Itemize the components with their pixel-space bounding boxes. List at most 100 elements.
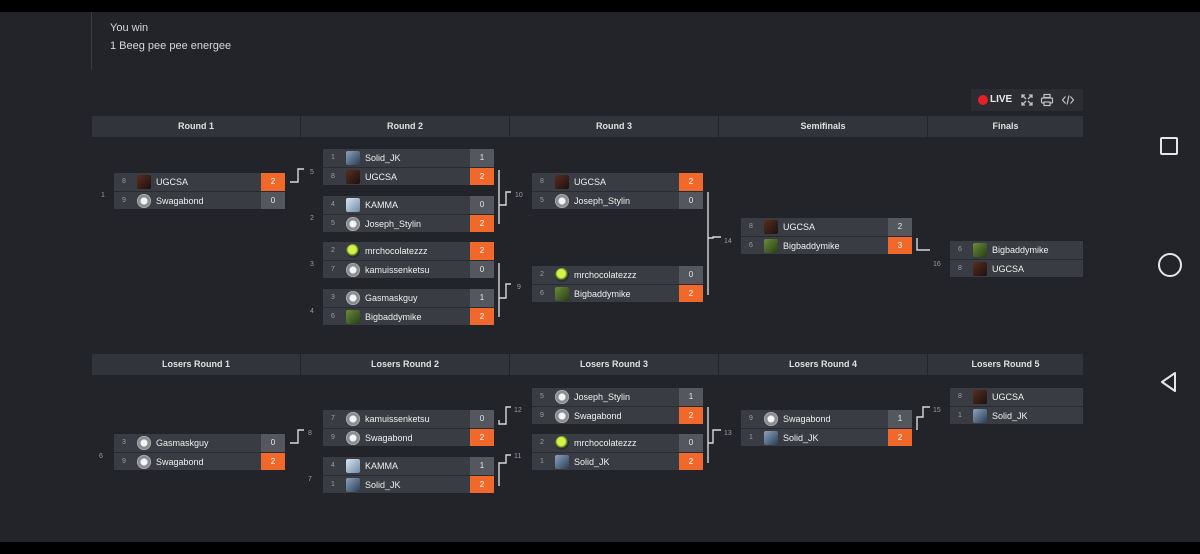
participant-name[interactable]: Swagabond xyxy=(365,433,413,443)
seed-number: 9 xyxy=(122,197,126,204)
participant-name[interactable]: Bigbaddymike xyxy=(992,245,1049,255)
participant-name[interactable]: Solid_JK xyxy=(992,411,1028,421)
live-dot-icon xyxy=(978,95,988,105)
header-round-1: Round 1 xyxy=(92,116,300,137)
match-number: 8 xyxy=(308,430,312,437)
participant-name[interactable]: UGCSA xyxy=(365,172,398,182)
avatar-icon xyxy=(973,390,987,404)
participant-name[interactable]: mrchocolatezzz xyxy=(574,270,637,280)
home-button[interactable] xyxy=(1158,253,1182,277)
score-cell: 2 xyxy=(470,242,494,260)
participant-name[interactable]: Gasmaskguy xyxy=(365,293,418,303)
participant-name[interactable]: Bigbaddymike xyxy=(783,241,840,251)
participant-name[interactable]: Joseph_Stylin xyxy=(574,392,631,402)
participant-name[interactable]: Solid_JK xyxy=(783,433,819,443)
participant-name[interactable]: Bigbaddymike xyxy=(574,289,631,299)
participant-name[interactable]: UGCSA xyxy=(574,177,607,187)
seed-number: 1 xyxy=(540,458,544,465)
participant-name[interactable]: UGCSA xyxy=(992,264,1025,274)
participant-name[interactable]: Solid_JK xyxy=(365,480,401,490)
participant-name[interactable]: Swagabond xyxy=(156,196,204,206)
participant-name[interactable]: mrchocolatezzz xyxy=(574,438,637,448)
participant-name[interactable]: Gasmaskguy xyxy=(156,438,209,448)
embed-code-icon[interactable] xyxy=(1061,93,1075,107)
participant-name[interactable]: kamuissenketsu xyxy=(365,414,430,424)
participant-name[interactable]: Swagabond xyxy=(574,411,622,421)
live-badge[interactable]: LIVE xyxy=(990,94,1013,105)
fullscreen-icon[interactable] xyxy=(1020,93,1034,107)
participant-name[interactable]: kamuissenketsu xyxy=(365,265,430,275)
participant-name[interactable]: Solid_JK xyxy=(574,457,610,467)
recent-apps-button[interactable] xyxy=(1160,137,1178,155)
participant-name[interactable]: Bigbaddymike xyxy=(365,312,422,322)
participant-name[interactable]: UGCSA xyxy=(156,177,189,187)
avatar-icon xyxy=(973,409,987,423)
participant-name[interactable]: mrchocolatezzz xyxy=(365,246,428,256)
back-button[interactable] xyxy=(1157,370,1181,394)
participant-name[interactable]: UGCSA xyxy=(783,222,816,232)
participant-name[interactable]: Joseph_Stylin xyxy=(365,219,422,229)
avatar-icon xyxy=(346,412,360,426)
participant-name[interactable]: Solid_JK xyxy=(365,153,401,163)
participant-name[interactable]: Joseph_Stylin xyxy=(574,196,631,206)
participant-name[interactable]: KAMMA xyxy=(365,461,399,471)
participant-name[interactable]: UGCSA xyxy=(992,392,1025,402)
seed-number: 1 xyxy=(331,481,335,488)
participant-name[interactable]: KAMMA xyxy=(365,200,399,210)
avatar-icon xyxy=(764,431,778,445)
match-number: 15 xyxy=(933,407,941,414)
participant-name[interactable]: Swagabond xyxy=(783,414,831,424)
header-losers-round-1: Losers Round 1 xyxy=(92,354,300,375)
participant-name[interactable]: Swagabond xyxy=(156,457,204,467)
print-icon[interactable] xyxy=(1040,93,1054,107)
